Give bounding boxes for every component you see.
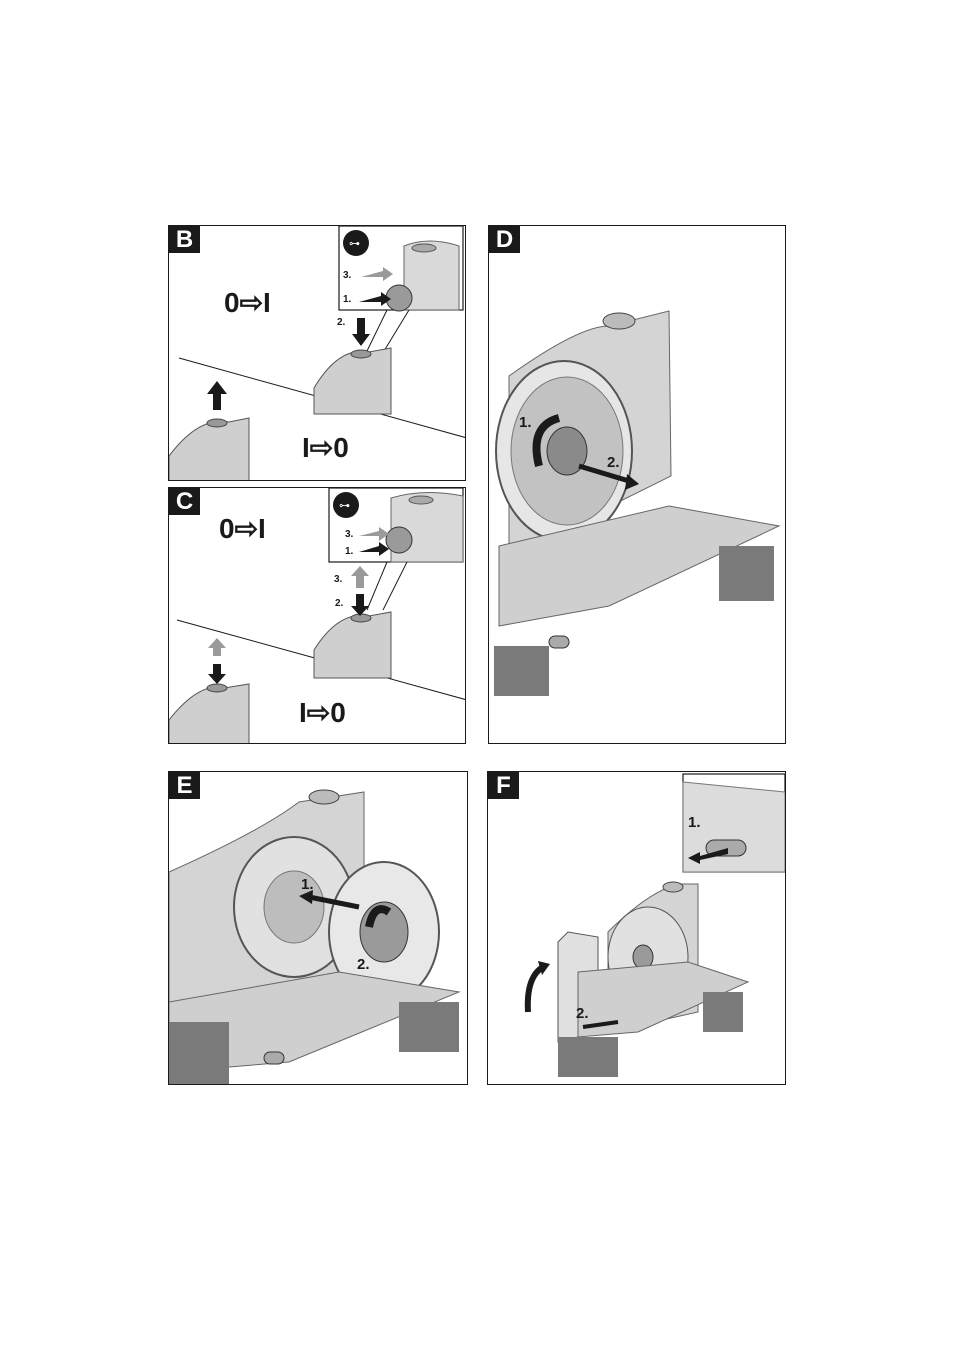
panel-f: F 1. 2. (487, 771, 786, 1085)
panel-d: D 1. 2. (488, 225, 786, 744)
panel-e-step-2: 2. (357, 956, 370, 973)
panel-b-illustration: ⊶ (169, 226, 465, 480)
panel-f-label: F (488, 772, 519, 799)
panel-c-illustration: ⊶ (169, 488, 465, 743)
panel-e: E 1. 2. (168, 771, 468, 1085)
panel-b-off-label: I⇨0 (302, 432, 349, 463)
panel-c-label: C (169, 488, 200, 515)
panel-b-step-2: 2. (337, 317, 346, 328)
panel-b: ⊶ B 0⇨I I⇨0 3. 1. 2. (168, 225, 466, 481)
svg-text:⊶: ⊶ (349, 237, 360, 250)
panel-e-step-1: 1. (301, 876, 314, 893)
panel-c-inset-step-1: 1. (345, 546, 354, 557)
panel-c-step-3: 3. (334, 574, 343, 585)
panel-f-illustration (524, 773, 785, 1077)
panel-b-on-label: 0⇨I (224, 287, 271, 318)
panel-c-inset-step-3: 3. (345, 529, 354, 540)
panel-c-off-label: I⇨0 (299, 697, 346, 728)
panel-d-step-1: 1. (519, 414, 532, 431)
panel-d-label: D (489, 226, 520, 253)
panel-b-label: B (169, 226, 200, 253)
svg-text:⊶: ⊶ (339, 499, 350, 512)
panel-d-step-2: 2. (607, 454, 620, 471)
panel-e-label: E (169, 772, 200, 799)
panel-b-step-3: 3. (343, 270, 352, 281)
panel-c: ⊶ C 0⇨I I⇨0 3. 1. 3. 2. (168, 487, 466, 744)
panel-e-illustration (169, 789, 461, 1084)
panel-f-step-1: 1. (688, 814, 701, 831)
panel-b-step-1: 1. (343, 294, 352, 305)
panel-d-illustration (494, 310, 781, 696)
panel-f-step-2: 2. (576, 1005, 589, 1022)
panel-c-step-2: 2. (335, 598, 344, 609)
panel-c-on-label: 0⇨I (219, 513, 266, 544)
